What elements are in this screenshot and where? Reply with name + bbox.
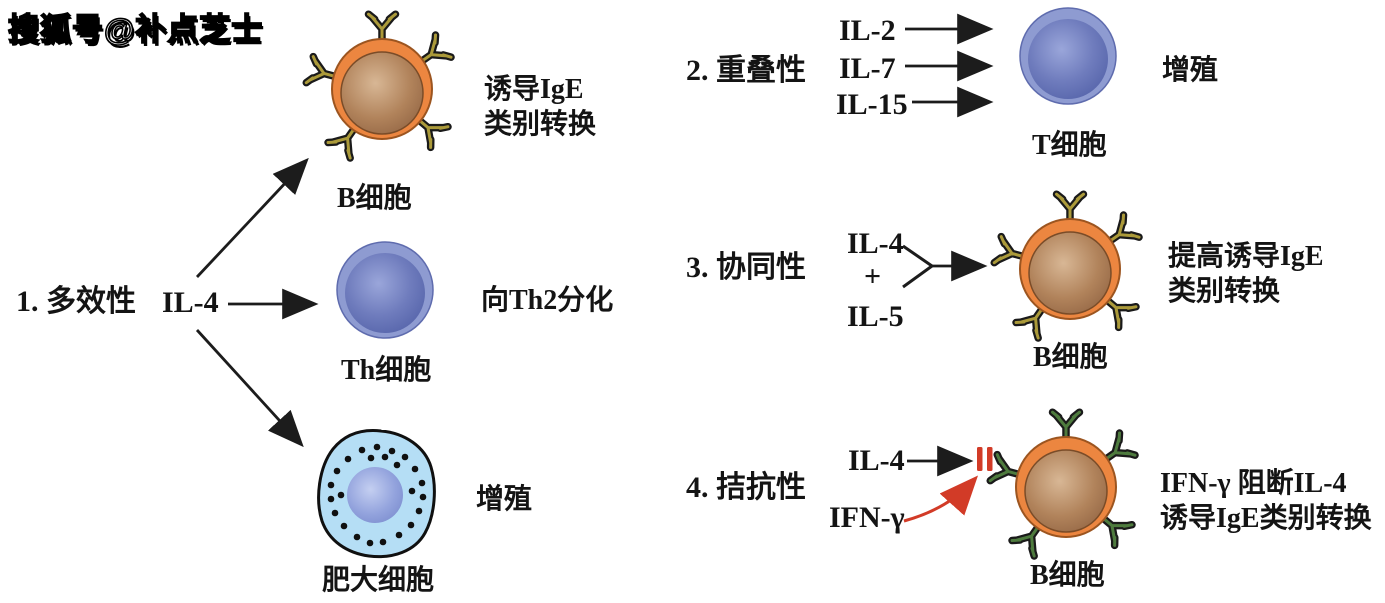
mast-cell-label: 肥大细胞 (322, 565, 435, 596)
b-cell-3-effect-line1: 提高诱导IgE (1168, 241, 1324, 272)
mast-cell-effect: 增殖 (476, 484, 533, 515)
mast-cell-graphic (317, 429, 436, 559)
b-cell-3-label: B细胞 (1033, 342, 1108, 373)
section-2-label: 2. 重叠性 (686, 54, 806, 87)
t-cell-effect: 增殖 (1162, 55, 1219, 86)
b-cell-1-effect-line2: 类别转换 (484, 109, 597, 140)
pleiotropy-arrows (195, 157, 319, 448)
il15-label: IL-15 (836, 88, 908, 121)
block-bars-icon (977, 447, 993, 471)
il4-label-4: IL-4 (848, 444, 905, 477)
arrow-ifng-curved (903, 475, 979, 523)
mast-cell-granules (327, 443, 427, 547)
antagonism-graphics (903, 445, 993, 523)
b-cell-4-effect-line2: 诱导IgE类别转换 (1160, 503, 1372, 534)
il4-label-3: IL-4 (847, 227, 904, 260)
t-cell-label: T细胞 (1032, 130, 1107, 161)
b-cell-3-effect: 提高诱导IgE 类别转换 (1168, 239, 1324, 309)
il2-label: IL-2 (839, 14, 896, 47)
il5-label: IL-5 (847, 300, 904, 333)
th-cell-graphic (336, 241, 434, 339)
b-cell-4-label: B细胞 (1030, 560, 1105, 591)
il4-label-1: IL-4 (162, 286, 219, 319)
section-4-label: 4. 拮抗性 (686, 471, 806, 504)
b-cell-3-effect-line2: 类别转换 (1168, 276, 1281, 307)
convergence-bracket (902, 244, 934, 289)
b-cell-1-graphic (306, 14, 451, 158)
redundancy-arrows (905, 13, 994, 118)
watermark: 搜狐号@补点芝士 (7, 11, 264, 48)
b-cell-3-graphic (994, 194, 1139, 338)
b-cell-1-effect-line1: 诱导IgE (484, 74, 584, 105)
ifng-label: IFN-γ (829, 501, 905, 534)
arrow-il4-to-mastcell (195, 329, 304, 448)
th-cell-effect: 向Th2分化 (481, 285, 614, 316)
section-3-label: 3. 协同性 (686, 251, 806, 284)
plus-sign: + (864, 260, 882, 293)
t-cell-graphic (1019, 7, 1117, 105)
il7-label: IL-7 (839, 52, 896, 85)
b-cell-1-effect: 诱导IgE 类别转换 (484, 72, 596, 142)
synergy-arrow (902, 244, 988, 289)
b-cell-4-effect: IFN-γ 阻断IL-4 诱导IgE类别转换 (1160, 466, 1372, 536)
b-cell-4-effect-line1: IFN-γ 阻断IL-4 (1160, 468, 1347, 499)
b-cell-1-label: B细胞 (337, 183, 412, 214)
section-1-label: 1. 多效性 (16, 285, 136, 318)
arrow-il4-to-bcell (195, 157, 309, 278)
th-cell-label: Th细胞 (341, 355, 432, 386)
b-cell-4-graphic (990, 412, 1135, 556)
